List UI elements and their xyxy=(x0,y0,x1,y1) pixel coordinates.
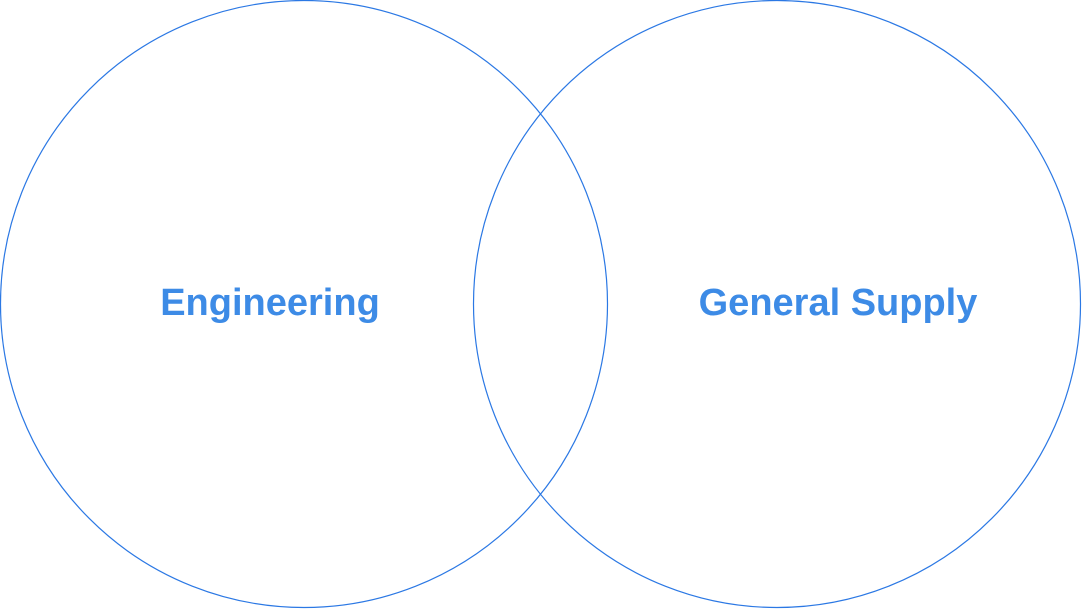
general-supply-label: General Supply xyxy=(698,282,978,324)
general-supply-circle xyxy=(472,0,1082,609)
engineering-label: Engineering xyxy=(160,282,380,324)
engineering-circle xyxy=(0,0,609,609)
